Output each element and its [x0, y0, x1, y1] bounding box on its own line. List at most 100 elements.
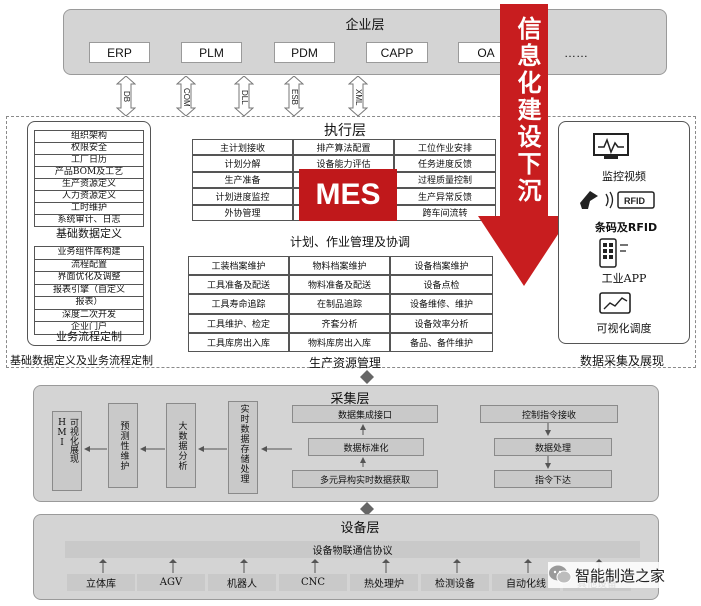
resource-cell: 设备效率分析 — [390, 313, 493, 333]
device-box: 立体库 — [67, 574, 135, 591]
basic-data-item: 组织架构 — [35, 131, 143, 143]
resource-cell: 工装档案维护 — [188, 256, 289, 276]
planning-cell: 计划分解 — [192, 155, 293, 172]
chart-icon — [599, 292, 631, 314]
planning-cell: 计划进度监控 — [192, 188, 293, 205]
wechat-icon — [549, 565, 572, 584]
predictive-maintenance-box: 预测性维护 — [108, 403, 138, 488]
enterprise-layer-title: 企业层 — [345, 18, 385, 33]
resource-cell: 备品、备件维护 — [390, 332, 493, 352]
basic-data-item: 工时维护 — [35, 203, 143, 215]
business-process-item: 流程配置 — [35, 260, 143, 272]
basic-data-item: 工厂日历 — [35, 155, 143, 167]
device-arrow — [382, 559, 390, 573]
resource-cell: 物料档案维护 — [289, 256, 390, 276]
business-process-title: 业务流程定制 — [56, 330, 122, 343]
planning-cell: 生产准备 — [192, 171, 293, 189]
mes-label: MES — [299, 169, 397, 221]
device-box: 检测设备 — [421, 574, 489, 591]
planning-caption: 计划、作业管理及协调 — [289, 235, 410, 249]
command-issue-box: 指令下达 — [494, 470, 612, 488]
resource-cell: 工具库房出入库 — [188, 332, 289, 352]
enterprise-layer: 企业层 — [63, 9, 667, 75]
planning-cell: 跨车间流转 — [394, 204, 496, 221]
device-arrow — [311, 559, 319, 573]
system-box: ERP — [89, 42, 150, 63]
device-box: 热处理炉 — [350, 574, 418, 591]
interface-label: ESB — [290, 88, 299, 105]
interface-label: DLL — [240, 89, 249, 105]
resource-cell: 工具准备及配送 — [188, 275, 289, 295]
app-icon — [599, 238, 628, 268]
realtime-storage-box: 实时数据存储处理 — [228, 401, 258, 494]
planning-cell: 过程质量控制 — [394, 171, 496, 189]
resource-cell: 齐套分析 — [289, 313, 390, 333]
data-standardization-box: 数据标准化 — [308, 438, 424, 456]
interface-arrow — [348, 76, 368, 116]
collection-layer-title: 采集层 — [330, 392, 370, 407]
basic-data-title: 基础数据定义 — [56, 227, 122, 240]
device-box: AGV — [137, 574, 205, 591]
control-receive-box: 控制指令接收 — [480, 405, 618, 423]
svg-text:RFID: RFID — [624, 196, 645, 206]
device-layer-title: 设备层 — [340, 521, 380, 536]
data-collection-panel — [558, 121, 690, 344]
system-box: …… — [564, 45, 588, 60]
business-process-item: 报表引擎（自定义 — [35, 285, 143, 297]
planning-cell: 外协管理 — [192, 204, 293, 221]
resource-cell: 工具寿命追踪 — [188, 294, 289, 314]
device-arrow — [99, 559, 107, 573]
planning-cell: 主计划接收 — [192, 139, 293, 156]
resource-cell: 工具维护、检定 — [188, 313, 289, 333]
interface-label: DB — [122, 91, 131, 103]
realtime-acquisition-box: 多元异构实时数据获取 — [292, 470, 438, 488]
hmi-box: 可视化展现HMI — [52, 411, 82, 491]
business-process-item: 界面优化及调整 — [35, 272, 143, 285]
basic-data-caption: 基础数据定义及业务流程定制 — [10, 354, 153, 367]
device-box: CNC — [279, 574, 347, 591]
planning-cell: 任务进度反馈 — [394, 155, 496, 172]
system-box: PLM — [181, 42, 242, 63]
system-box: PDM — [274, 42, 335, 63]
big-data-analysis-box: 大数据分析 — [166, 403, 196, 488]
planning-cell: 排产算法配置 — [293, 139, 394, 156]
resource-grid: 工装档案维护物料档案维护设备档案维护工具准备及配送物料准备及配送设备点检工具寿命… — [188, 256, 493, 352]
resource-caption: 生产资源管理 — [308, 356, 381, 370]
basic-data-panel: 组织架构权限安全工厂日历产品BOM及工艺生产资源定义人力资源定义工时维护系统审计… — [27, 121, 151, 346]
data-collection-caption: 数据采集及展现 — [580, 354, 665, 368]
monitor-video-label: 监控视频 — [602, 170, 646, 183]
data-processing-box: 数据处理 — [494, 438, 612, 456]
interface-arrow — [284, 76, 304, 116]
business-process-item: 企业门户 — [35, 322, 143, 335]
banner-text: 信息化建设下沉 — [513, 16, 542, 205]
system-box: CAPP — [366, 42, 428, 63]
basic-data-item: 系统审计、日志 — [35, 215, 143, 227]
business-process-item: 深度二次开发 — [35, 310, 143, 322]
business-process-list: 业务组件库构建流程配置界面优化及调整报表引擎（自定义报表）深度二次开发企业门户 — [34, 246, 144, 335]
basic-data-list: 组织架构权限安全工厂日历产品BOM及工艺生产资源定义人力资源定义工时维护系统审计… — [34, 130, 144, 227]
connector-diamond-bottom — [360, 502, 374, 516]
planning-cell: 工位作业安排 — [394, 139, 496, 156]
resource-cell: 物料库房出入库 — [289, 332, 390, 352]
device-arrow — [453, 559, 461, 573]
planning-grid: 主计划接收排产算法配置工位作业安排计划分解设备能力评估任务进度反馈生产准备过程质… — [192, 139, 496, 221]
data-integration-box: 数据集成接口 — [292, 405, 438, 423]
sink-arrow — [478, 4, 570, 286]
monitor-icon — [593, 133, 629, 159]
execution-layer-title: 执行层 — [324, 123, 366, 139]
basic-data-item: 人力资源定义 — [35, 191, 143, 203]
watermark-text: 智能制造之家 — [575, 566, 666, 585]
visual-dispatch-label: 可视化调度 — [596, 322, 652, 335]
interface-label: XML — [354, 88, 363, 106]
device-arrow — [169, 559, 177, 573]
basic-data-item: 生产资源定义 — [35, 179, 143, 191]
resource-cell: 设备维修、维护 — [390, 294, 493, 314]
resource-cell: 在制品追踪 — [289, 294, 390, 314]
execution-region — [6, 116, 696, 368]
interface-arrow — [116, 76, 136, 116]
collection-arrows — [84, 423, 551, 469]
business-process-item: 报表） — [35, 297, 143, 310]
resource-cell: 设备档案维护 — [390, 256, 493, 276]
barcode-rfid-label: 条码及RFID — [594, 221, 658, 234]
barcode-rfid-icon: RFID — [580, 191, 655, 209]
